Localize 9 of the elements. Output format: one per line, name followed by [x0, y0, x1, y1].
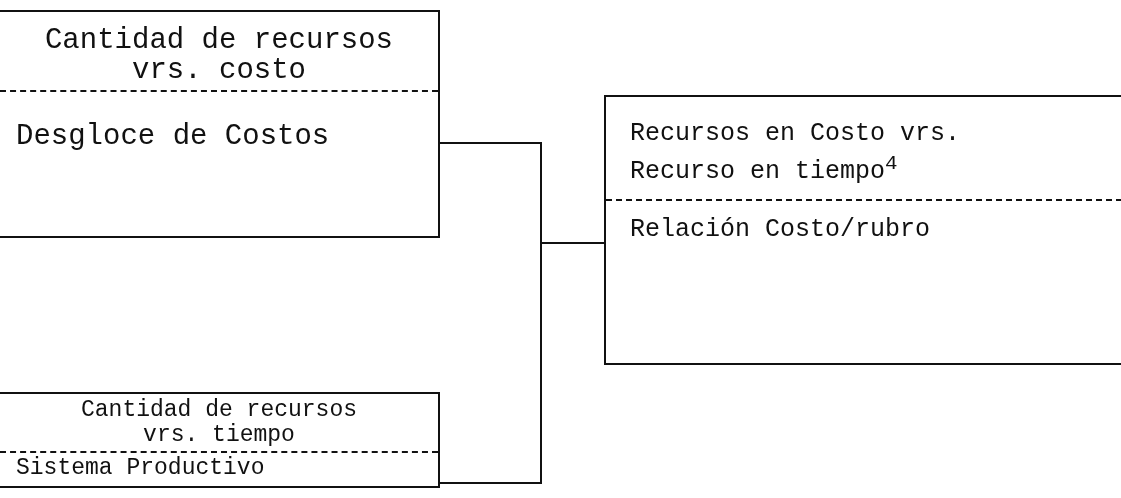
heading-text: Recursos en Costo vrs. Recurso en tiempo$^{4}$: [606, 97, 1121, 202]
body-text: Sistema Productivo: [15, 454, 266, 483]
text-box: [0, 10, 440, 238]
heading-text: Cantidad de recursos vrs. tiempo: [0, 394, 438, 453]
text-box: [0, 392, 440, 488]
body-text: Relación Costo/rubro: [629, 214, 932, 247]
body-text: Desgloce de Costos: [15, 119, 331, 155]
text-box: [604, 95, 1121, 365]
heading-text: Cantidad de recursos vrs. costo: [0, 12, 438, 92]
